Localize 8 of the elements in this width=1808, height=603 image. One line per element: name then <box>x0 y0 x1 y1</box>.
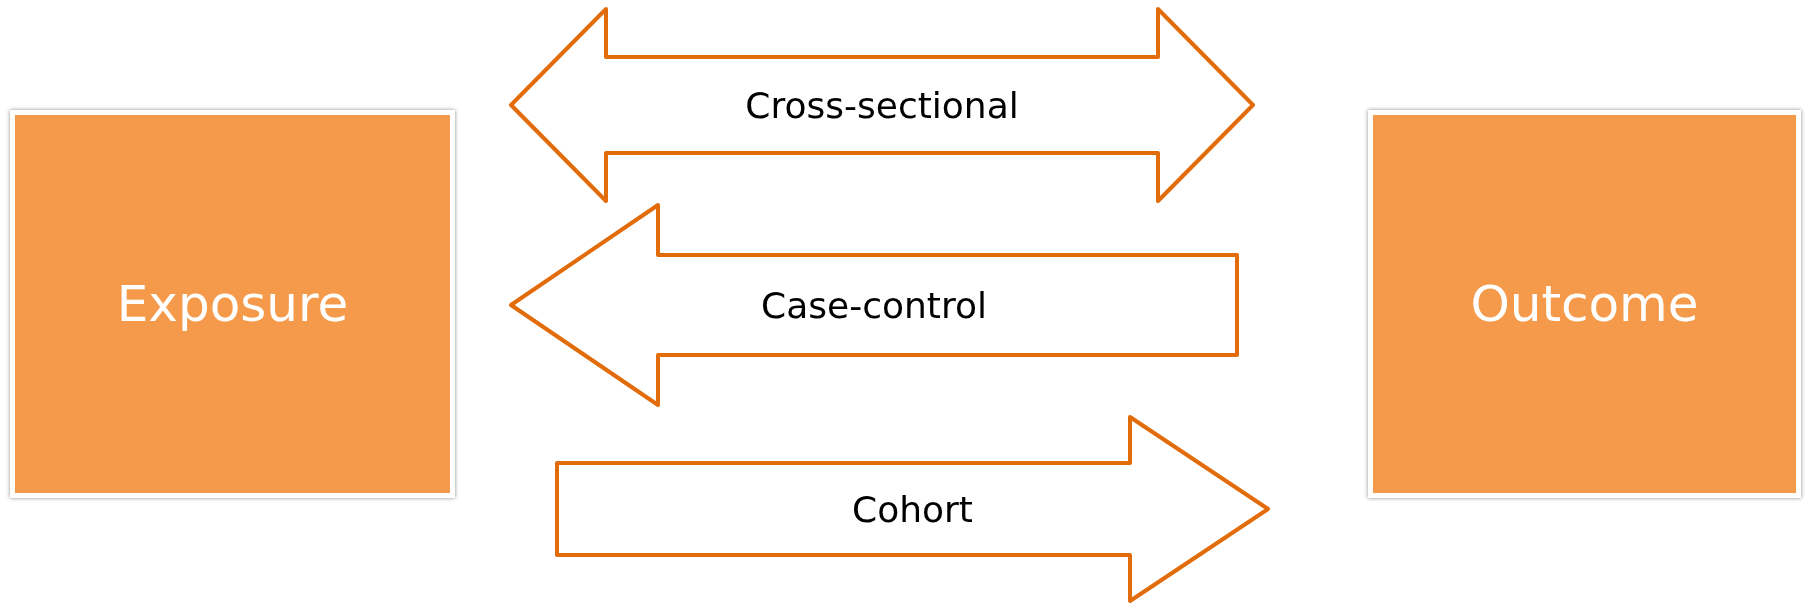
edge-label: Cross-sectional <box>745 84 1019 126</box>
node-label: Exposure <box>116 275 349 333</box>
edge-label: Case-control <box>761 284 987 326</box>
edge-label: Cohort <box>852 488 973 530</box>
block-arrow <box>555 415 1270 603</box>
block-arrow <box>509 7 1255 203</box>
block-arrow <box>509 203 1239 407</box>
node-label: Outcome <box>1470 275 1699 333</box>
